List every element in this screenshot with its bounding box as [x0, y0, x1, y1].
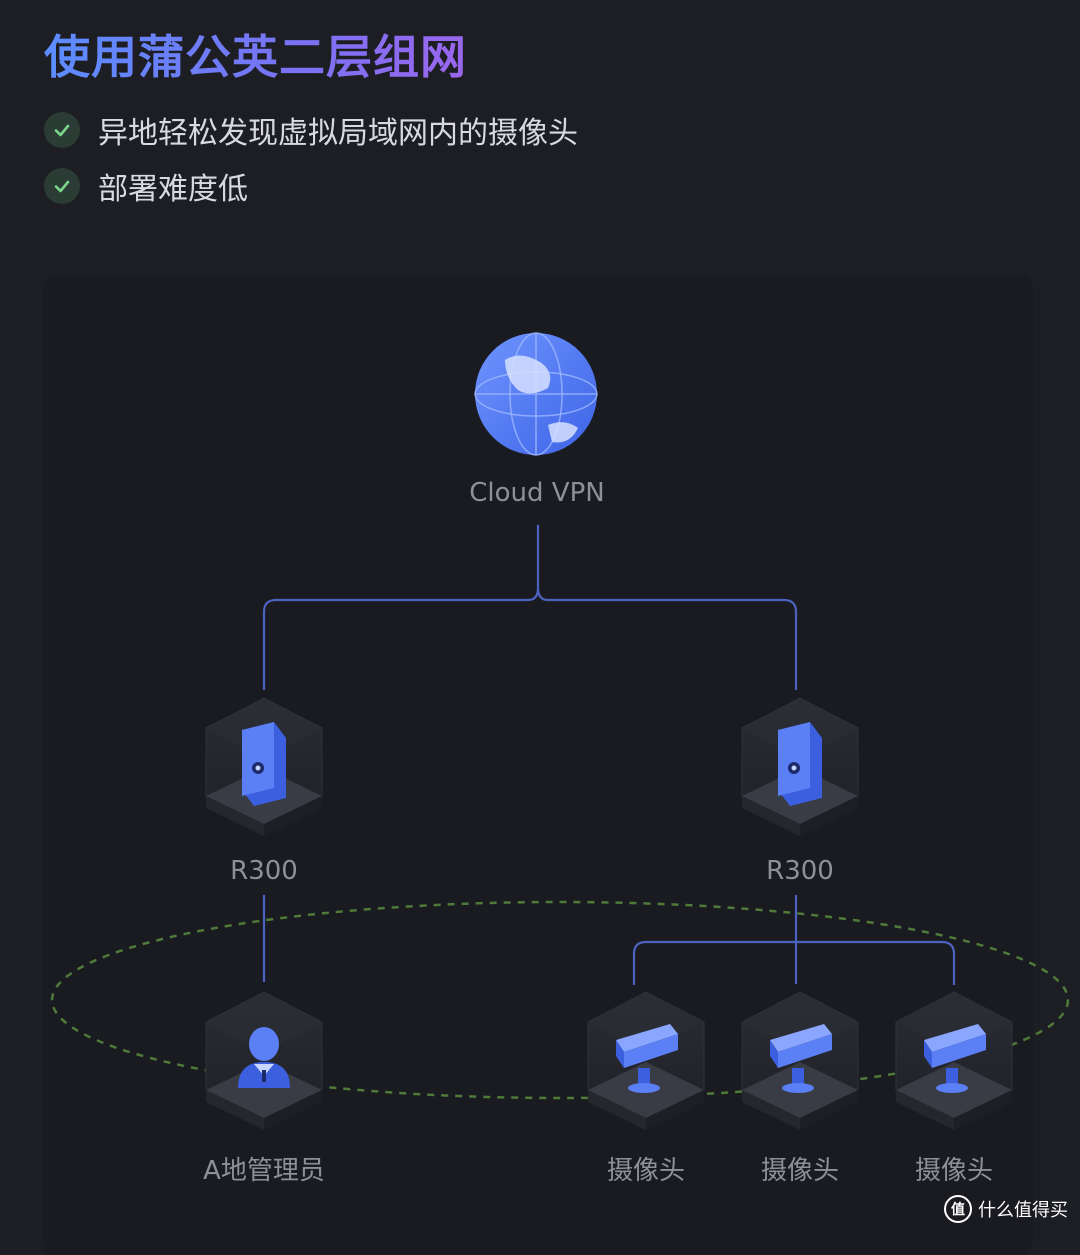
page-title: 使用蒲公英二层组网	[44, 26, 467, 88]
camera-label: 摄像头	[760, 1156, 840, 1186]
camera-node	[741, 991, 859, 1131]
router-icon	[778, 722, 822, 806]
bullet-text: 部署难度低	[98, 172, 248, 207]
camera-node	[587, 991, 705, 1131]
camera-label: 摄像头	[606, 1156, 686, 1186]
watermark: 值 什么值得买	[944, 1195, 1068, 1223]
bullet-item: 部署难度低	[44, 164, 248, 208]
camera-icon	[770, 1024, 832, 1093]
bullet-text: 异地轻松发现虚拟局域网内的摄像头	[98, 116, 578, 151]
admin-node	[205, 991, 323, 1131]
router-left-label: R300	[230, 856, 298, 886]
camera-node	[895, 991, 1013, 1131]
watermark-text: 什么值得买	[978, 1200, 1068, 1221]
router-node-left	[205, 697, 323, 837]
router-icon	[242, 722, 286, 806]
admin-label: A地管理员	[203, 1156, 325, 1186]
user-icon	[238, 1027, 290, 1088]
router-node-right	[741, 697, 859, 837]
virtual-lan-boundary	[50, 900, 1070, 1100]
camera-icon	[924, 1024, 986, 1093]
bullet-item: 异地轻松发现虚拟局域网内的摄像头	[44, 108, 578, 152]
router-right-label: R300	[766, 856, 834, 886]
connector-lines	[262, 525, 956, 985]
globe-icon	[474, 332, 598, 456]
check-icon	[44, 168, 80, 204]
cloud-vpn-label: Cloud VPN	[469, 478, 605, 508]
camera-label: 摄像头	[914, 1156, 994, 1186]
watermark-logo-icon: 值	[944, 1195, 972, 1223]
check-icon	[44, 112, 80, 148]
camera-icon	[616, 1024, 678, 1093]
